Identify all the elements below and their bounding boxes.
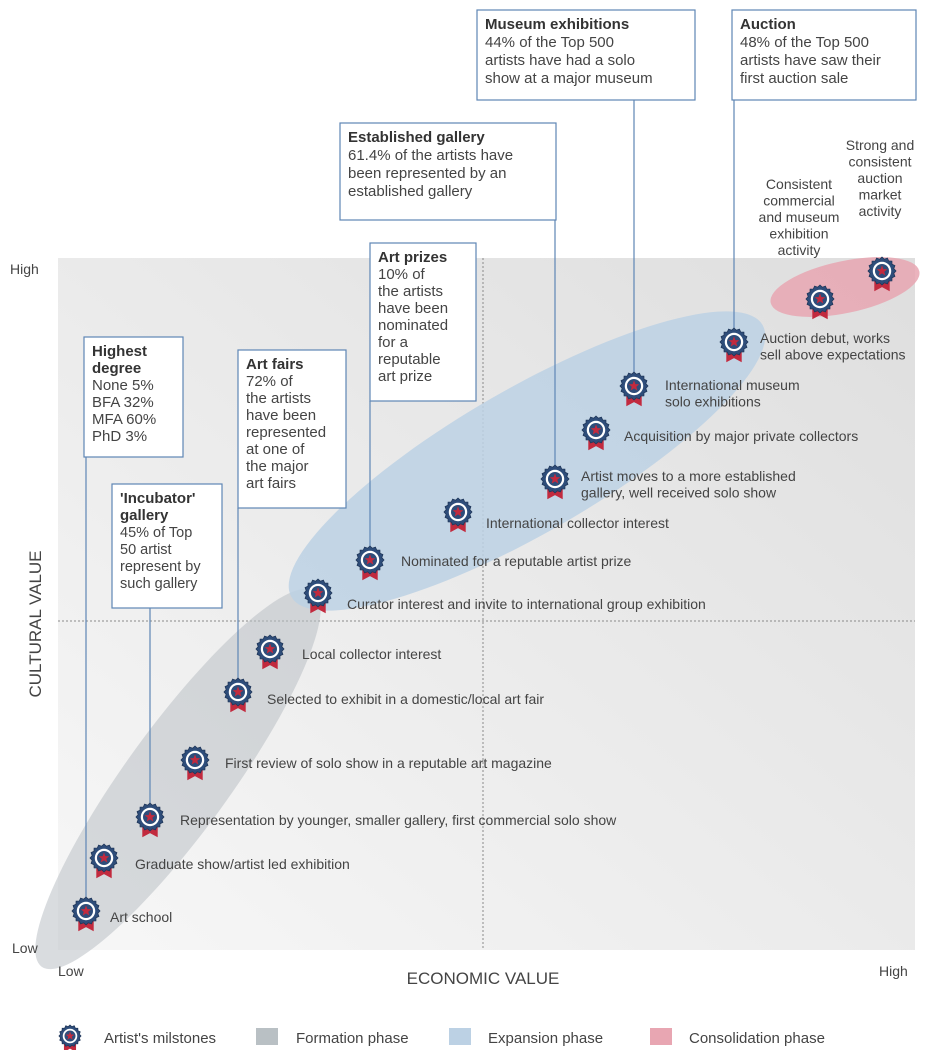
milestone-label: Local collector interest — [302, 646, 441, 662]
milestone-badge-icon — [89, 843, 119, 879]
milestone-badge-icon — [255, 634, 285, 670]
x-high-label: High — [879, 963, 908, 979]
milestone-badge-icon — [223, 677, 253, 713]
milestone-label: Art school — [110, 909, 172, 925]
milestones — [71, 256, 897, 932]
x-low-label: Low — [58, 963, 85, 979]
milestone-badge-icon — [135, 802, 165, 838]
milestone-badge-icon — [443, 497, 473, 533]
legend-expansion-label: Expansion phase — [488, 1030, 603, 1047]
legend-consolidation-swatch — [650, 1028, 672, 1045]
milestone-label: Nominated for a reputable artist prize — [401, 553, 632, 569]
y-low-label: Low — [12, 940, 39, 956]
y-axis-title: CULTURAL VALUE — [26, 550, 45, 697]
milestone-badge-icon — [180, 745, 210, 781]
callout-leaders — [85, 100, 735, 897]
milestone-badge-icon — [719, 327, 749, 363]
milestone-badge-icon — [303, 578, 333, 614]
milestone-legend-badge-icon — [58, 1024, 82, 1050]
milestone-badge-icon — [355, 545, 385, 581]
milestone-label: Graduate show/artist led exhibition — [135, 856, 350, 872]
milestone-badge-icon — [71, 896, 101, 932]
milestone-label: Selected to exhibit in a domestic/local … — [267, 691, 544, 707]
milestone-labels: Art school Graduate show/artist led exhib… — [110, 137, 914, 925]
milestone-badge-icon — [540, 464, 570, 500]
milestone-label: Acquisition by major private collectors — [624, 428, 858, 444]
milestone-label: First review of solo show in a reputable… — [225, 755, 552, 771]
callout-title: Auction — [740, 16, 796, 33]
milestone-badge-icon — [581, 415, 611, 451]
milestone-badge-icon — [619, 371, 649, 407]
milestone-badge-icon — [805, 284, 835, 320]
legend-milestone-icon — [58, 1024, 82, 1050]
legend-formation-label: Formation phase — [296, 1030, 409, 1047]
milestone-badge-icon — [867, 256, 897, 292]
callout-title: 'Incubator'gallery — [120, 490, 195, 524]
callout-title: Art prizes — [378, 249, 447, 266]
x-axis-title: ECONOMIC VALUE — [407, 969, 560, 988]
callout-title: Museum exhibitions — [485, 16, 629, 33]
callout-body: None 5%BFA 32%MFA 60%PhD 3% — [92, 377, 156, 445]
y-high-label: High — [10, 261, 39, 277]
legend-formation-swatch — [256, 1028, 278, 1045]
milestone-label: International collector interest — [486, 515, 669, 531]
callout-title: Established gallery — [348, 129, 485, 146]
legend-milestone-label: Artist's milstones — [104, 1030, 216, 1047]
callout-title: Art fairs — [246, 356, 304, 373]
milestone-label: Representation by younger, smaller galle… — [180, 812, 617, 828]
legend-consolidation-label: Consolidation phase — [689, 1030, 825, 1047]
legend: Artist's milstones Formation phase Expan… — [58, 1024, 825, 1050]
milestone-label: Curator interest and invite to internati… — [347, 596, 706, 612]
legend-expansion-swatch — [449, 1028, 471, 1045]
